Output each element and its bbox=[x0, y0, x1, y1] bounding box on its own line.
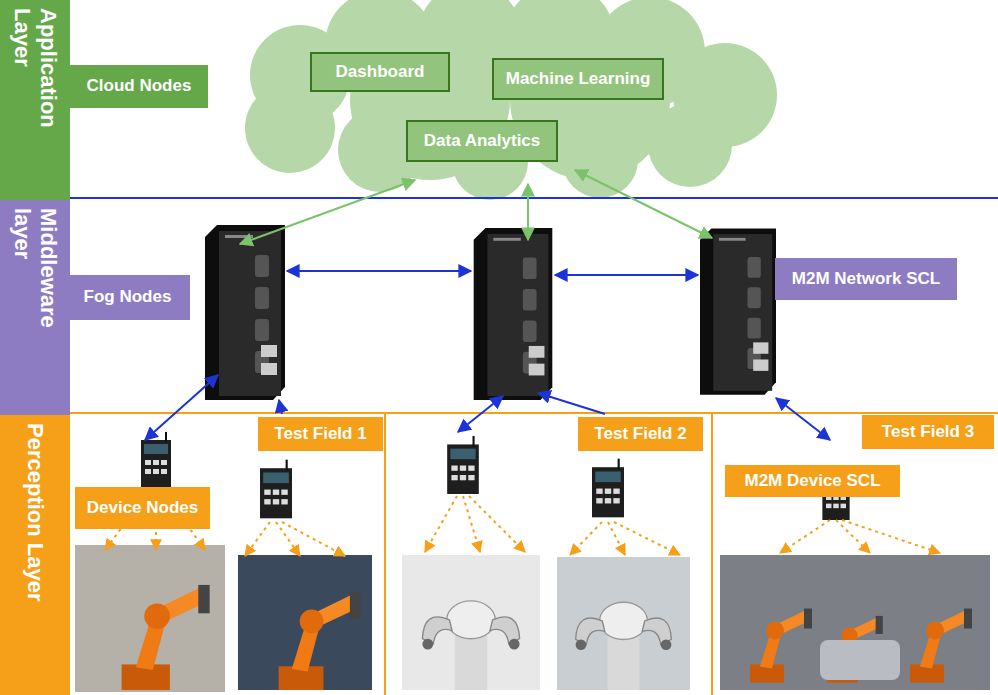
cloud-link bbox=[527, 184, 529, 240]
service-box: Dashboard bbox=[310, 52, 450, 92]
robot-photo bbox=[402, 555, 540, 690]
device-node bbox=[447, 436, 479, 494]
fog-link bbox=[287, 270, 471, 272]
fog-link bbox=[555, 274, 698, 276]
robot-photo bbox=[75, 545, 225, 692]
label-box: M2M Device SCL bbox=[725, 465, 900, 497]
car-body bbox=[820, 640, 900, 680]
robot-arm bbox=[910, 609, 972, 683]
device-link bbox=[776, 398, 830, 440]
device-link bbox=[538, 393, 605, 414]
node-text: Perception Layer bbox=[22, 423, 48, 683]
fog-device bbox=[700, 228, 776, 394]
node-text: Test Field 3 bbox=[882, 423, 974, 442]
device-fanout bbox=[105, 490, 940, 556]
robot-photo bbox=[720, 555, 990, 690]
layer-separator bbox=[70, 412, 998, 414]
layer-band: Middleware layer bbox=[0, 200, 70, 415]
robot-arm bbox=[279, 592, 361, 690]
label-box: Fog Nodes bbox=[65, 275, 190, 320]
device-link bbox=[458, 396, 503, 432]
cloud-link bbox=[240, 180, 415, 244]
node-text: Cloud Nodes bbox=[87, 77, 192, 96]
label-box: Test Field 1 bbox=[258, 417, 383, 451]
node-text: Application Layer bbox=[9, 8, 61, 148]
label-box: Cloud Nodes bbox=[70, 65, 208, 108]
node-text: M2M Device SCL bbox=[744, 472, 880, 491]
label-box: Test Field 2 bbox=[578, 417, 703, 451]
node-text: Device Nodes bbox=[87, 499, 199, 518]
device-link bbox=[145, 375, 218, 440]
field-divider bbox=[384, 413, 386, 695]
label-box: Test Field 3 bbox=[862, 415, 994, 449]
node-text: Test Field 2 bbox=[594, 425, 686, 444]
node-text: M2M Network SCL bbox=[792, 270, 940, 289]
layer-band: Application Layer bbox=[0, 0, 70, 200]
layer-band: Perception Layer bbox=[0, 415, 70, 695]
device-link bbox=[279, 400, 282, 414]
robot-photo bbox=[238, 555, 372, 690]
label-box: Device Nodes bbox=[75, 487, 210, 529]
label-box: M2M Network SCL bbox=[775, 258, 957, 300]
fog-device bbox=[205, 225, 285, 400]
device-node bbox=[260, 460, 292, 519]
node-text: Machine Learning bbox=[506, 70, 651, 89]
robot-yumi bbox=[422, 601, 519, 690]
node-text: Test Field 1 bbox=[274, 425, 366, 444]
node-text: Fog Nodes bbox=[84, 288, 172, 307]
cloud-shape bbox=[245, 0, 777, 200]
fog-device bbox=[474, 228, 553, 400]
node-text: Data Analytics bbox=[424, 132, 541, 151]
robot-yumi bbox=[576, 602, 672, 690]
robot-arm bbox=[750, 609, 812, 683]
node-text: Dashboard bbox=[336, 63, 425, 82]
cloud-link bbox=[575, 170, 712, 238]
device-node bbox=[592, 459, 624, 518]
service-box: Data Analytics bbox=[406, 120, 558, 162]
node-text: Middleware layer bbox=[9, 208, 61, 348]
robot-arm bbox=[122, 585, 210, 690]
field-divider bbox=[711, 413, 713, 695]
robot-photo bbox=[557, 557, 690, 690]
layer-separator bbox=[70, 197, 998, 199]
service-box: Machine Learning bbox=[492, 58, 664, 100]
